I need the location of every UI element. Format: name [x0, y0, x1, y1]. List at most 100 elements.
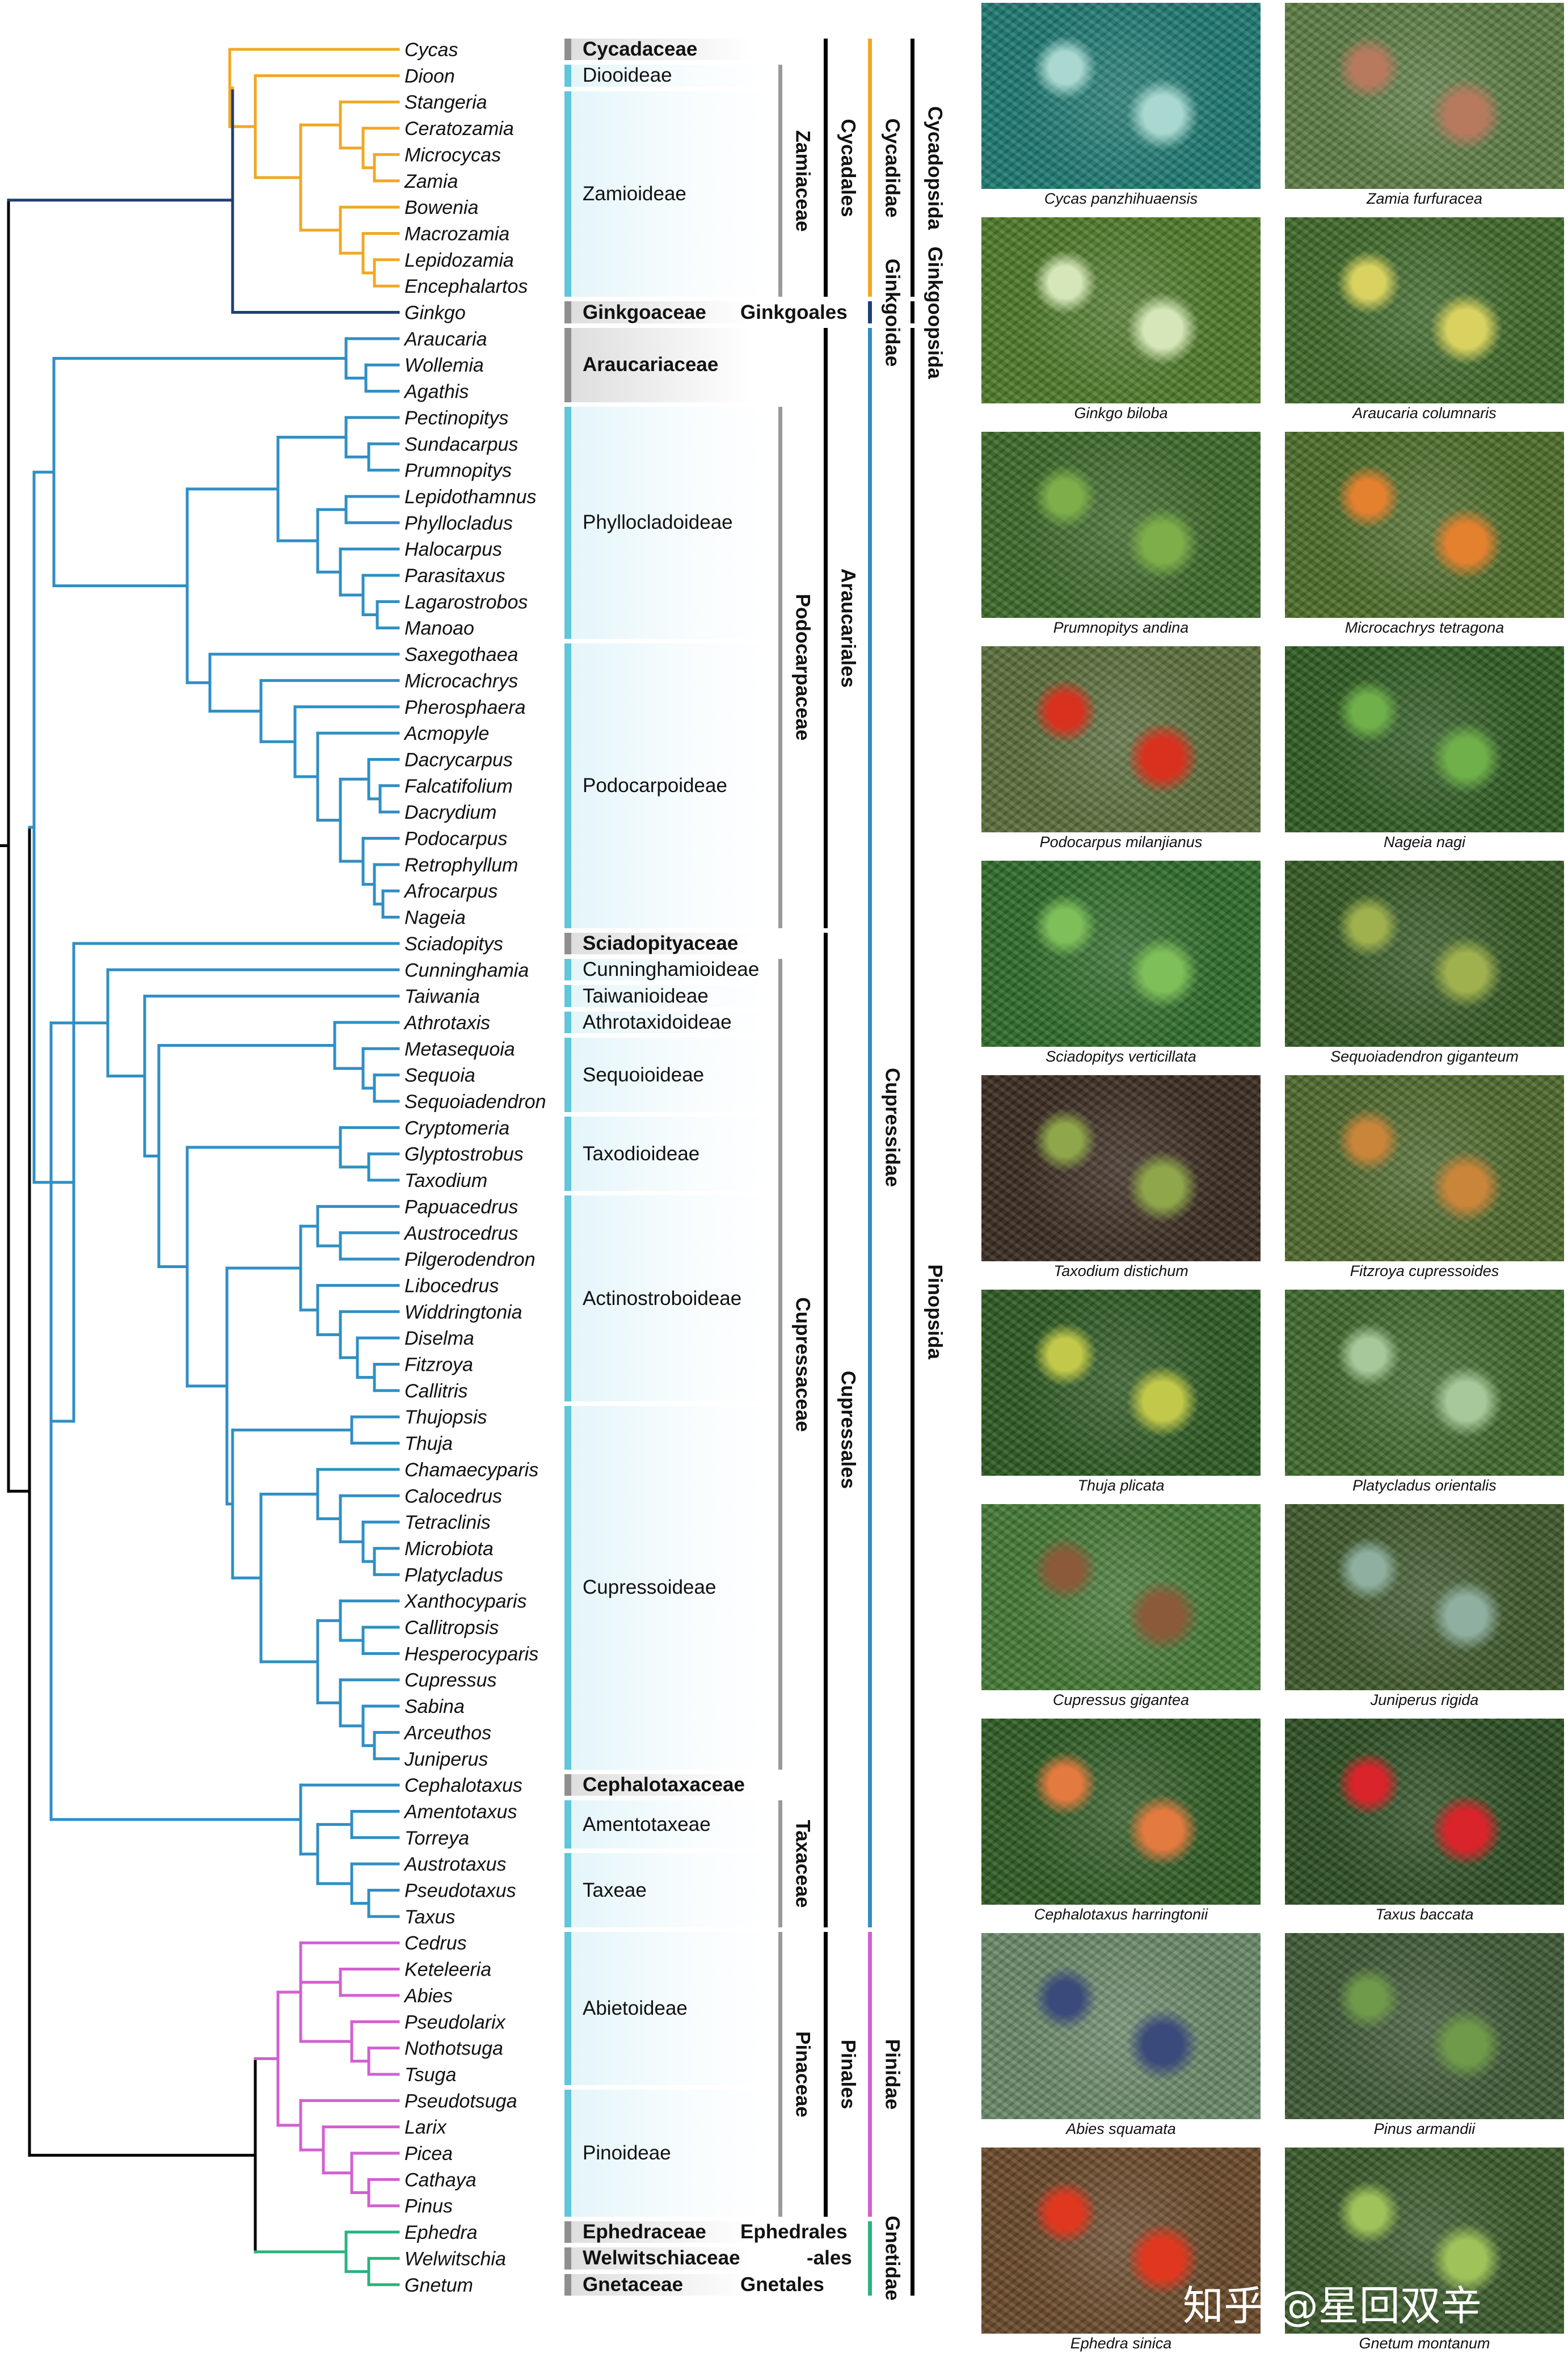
subfamily-label: Taxodioideae	[583, 1142, 700, 1165]
subfamily-band	[564, 1117, 769, 1191]
subfamily-label: Actinostroboideae	[583, 1287, 742, 1310]
genus-label: Macrozamia	[404, 223, 509, 245]
family-bar	[778, 1932, 782, 2217]
subfamily-label: Phyllocladoideae	[583, 511, 733, 534]
species-photo	[1285, 646, 1564, 832]
class-label: Pinopsida	[924, 1264, 946, 1359]
genus-label: Cathaya	[404, 2169, 477, 2191]
genus-label: Larix	[404, 2117, 447, 2138]
subclass-bar	[868, 2221, 872, 2296]
subfamily-label: Cunninghamioideae	[583, 958, 760, 981]
order-label: Ginkgoales	[740, 301, 848, 323]
genus-label: Fitzroya	[404, 1354, 473, 1376]
genus-label: Keteleeria	[404, 1959, 491, 1981]
family-label: Zamiaceae	[791, 130, 814, 232]
subfamily-band	[564, 2273, 752, 2296]
genus-label: Nothotsuga	[404, 2038, 503, 2060]
genus-label: Taxodium	[404, 1170, 487, 1191]
genus-label: Callitris	[404, 1380, 467, 1402]
class-bar	[911, 301, 914, 323]
order-label: -ales	[807, 2247, 852, 2270]
genus-label: Dacrydium	[404, 802, 496, 823]
class-bar	[911, 38, 914, 297]
photo-caption: Taxus baccata	[1375, 1906, 1474, 1923]
genus-label: Bowenia	[404, 197, 478, 218]
subfamily-label: Ginkgoaceae	[583, 301, 706, 323]
genus-label: Stangeria	[404, 92, 487, 113]
photo-caption: Zamia furfuracea	[1366, 190, 1483, 207]
genus-label: Araucaria	[403, 329, 487, 350]
tree-branches	[0, 48, 400, 2287]
order-label: Pinales	[837, 2039, 859, 2110]
genus-label: Taiwania	[404, 986, 480, 1008]
genus-label: Pseudolarix	[404, 2011, 506, 2033]
photo-caption: Podocarpus milanjianus	[1039, 833, 1203, 851]
genus-label: Abies	[403, 1985, 453, 2007]
genus-label: Tetraclinis	[404, 1512, 491, 1534]
subfamily-label: Gnetaceae	[583, 2273, 684, 2296]
photo-caption: Sequoiadendron giganteum	[1330, 1048, 1519, 1065]
photo-caption: Ginkgo biloba	[1074, 405, 1168, 422]
genus-label: Diselma	[404, 1328, 474, 1349]
genus-label: Cephalotaxus	[404, 1775, 522, 1796]
species-photo	[1285, 1719, 1564, 1905]
subfamily-label: Cephalotaxaceae	[583, 1774, 745, 1796]
photo-caption: Thuja plicata	[1077, 1477, 1165, 1494]
genus-label: Athrotaxis	[403, 1012, 490, 1034]
species-photo	[1285, 1290, 1564, 1476]
order-label: Cycadales	[837, 118, 859, 217]
order-bar	[824, 38, 828, 297]
genus-label: Pinus	[404, 2196, 453, 2217]
subclass-label: Ginkgoidae	[881, 258, 904, 367]
subclass-label: Cycadidae	[881, 118, 904, 218]
family-label: Cupressaceae	[791, 1296, 814, 1432]
genus-label: Picea	[404, 2143, 453, 2165]
genus-label: Cunninghamia	[404, 959, 529, 981]
subfamily-band	[564, 1011, 769, 1034]
genus-label: Dioon	[404, 65, 455, 87]
photo-caption: Juniperus rigida	[1370, 1691, 1479, 1708]
genus-label: Sequoiadendron	[404, 1091, 546, 1113]
photo-caption: Pinus armandii	[1373, 2120, 1476, 2137]
subfamily-band	[564, 1852, 769, 1928]
genus-label: Acmopyle	[403, 723, 489, 744]
genus-label: Podocarpus	[404, 828, 507, 850]
subfamily-label: Taiwanioideae	[583, 984, 709, 1007]
genus-label: Agathis	[403, 381, 469, 403]
subfamily-label: Cycadaceae	[583, 38, 698, 60]
species-photo	[1285, 861, 1564, 1047]
genus-label: Ephedra	[404, 2222, 478, 2243]
photo-caption: Prumnopitys andina	[1053, 619, 1189, 636]
subfamily-band	[564, 1038, 769, 1113]
genus-label: Pseudotsuga	[404, 2090, 517, 2112]
subclass-bar	[868, 327, 872, 1928]
genus-label: Amentotaxus	[403, 1801, 517, 1822]
genus-label: Callitropsis	[404, 1617, 499, 1639]
genus-label: Welwitschia	[404, 2248, 506, 2270]
subfamily-band	[564, 1406, 769, 1770]
subfamily-band	[564, 985, 769, 1007]
subfamily-label: Taxeae	[583, 1879, 647, 1901]
subfamily-label: Amentotaxeae	[583, 1813, 711, 1835]
genus-label: Platycladus	[404, 1564, 503, 1586]
genus-label: Wollemia	[404, 355, 484, 376]
photo-caption: Cephalotaxus harringtonii	[1034, 1906, 1208, 1923]
photo-caption: Platycladus orientalis	[1352, 1477, 1497, 1494]
subfamily-label: Cupressoideae	[583, 1576, 716, 1599]
subfamily-label: Ephedraceae	[583, 2221, 706, 2243]
genus-label: Nageia	[404, 907, 466, 929]
genus-label: Lepidothamnus	[404, 486, 537, 508]
subfamily-label: Araucariaceae	[583, 353, 719, 376]
genus-label: Parasitaxus	[404, 565, 505, 587]
genus-label: Ginkgo	[404, 302, 466, 324]
genus-label: Cupressus	[404, 1670, 497, 1691]
genus-label: Encephalartos	[404, 276, 528, 297]
subfamily-band	[564, 301, 752, 323]
genus-label: Microbiota	[404, 1538, 494, 1560]
photo-caption: Taxodium distichum	[1053, 1262, 1188, 1279]
subclass-label: Pinidae	[881, 2039, 904, 2110]
order-bar	[824, 932, 828, 1928]
genus-label: Glyptostrobus	[404, 1144, 524, 1165]
genus-label: Xanthocyparis	[404, 1591, 526, 1612]
subfamily-label: Athrotaxidoideae	[583, 1011, 732, 1033]
